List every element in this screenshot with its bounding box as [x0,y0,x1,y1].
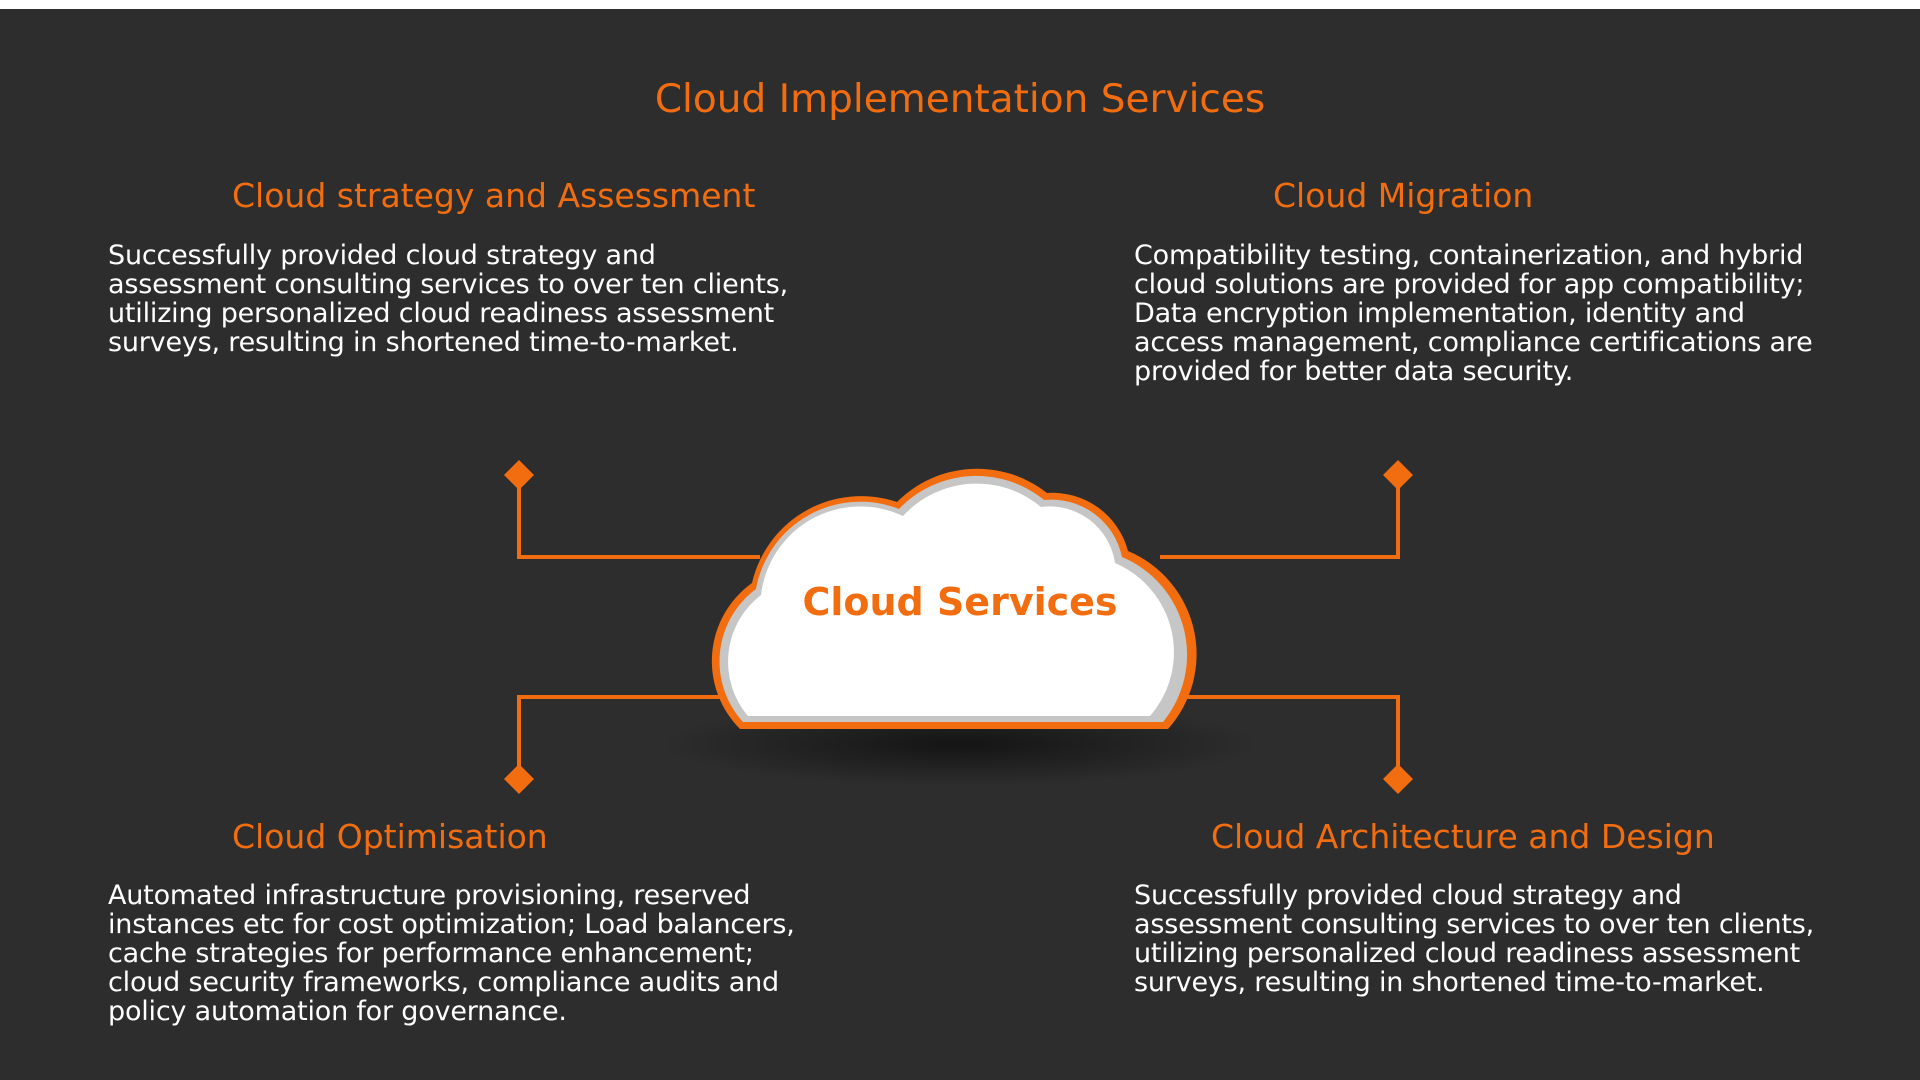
page-title: Cloud Implementation Services [654,77,1266,122]
heading-cloud-architecture: Cloud Architecture and Design [1211,817,1715,856]
text-cloud-optimisation: Automated infrastructure provisioning, r… [108,880,795,1027]
text-cloud-migration: Compatibility testing, containerization,… [1134,240,1813,387]
connector-diagram [504,460,1413,794]
connector-top-right [1160,475,1400,559]
text-cloud-strategy: Successfully provided cloud strategy and… [108,240,789,358]
cloud-icon [711,468,1197,729]
connector-bottom-left [517,695,740,779]
diagram-canvas: Cloud Implementation Services [0,9,1920,1080]
text-cloud-architecture: Successfully provided cloud strategy and… [1134,880,1815,998]
connector-bottom-right [1170,695,1400,779]
diamond-node-bottom-right [1383,764,1413,794]
heading-cloud-migration: Cloud Migration [1273,176,1534,215]
diamond-node-top-right [1383,460,1413,490]
heading-cloud-strategy: Cloud strategy and Assessment [232,176,756,215]
diamond-node-top-left [504,460,534,490]
cloud-services-label: Cloud Services [802,580,1118,624]
connector-top-left [517,475,760,559]
diamond-node-bottom-left [504,764,534,794]
heading-cloud-optimisation: Cloud Optimisation [232,817,548,856]
